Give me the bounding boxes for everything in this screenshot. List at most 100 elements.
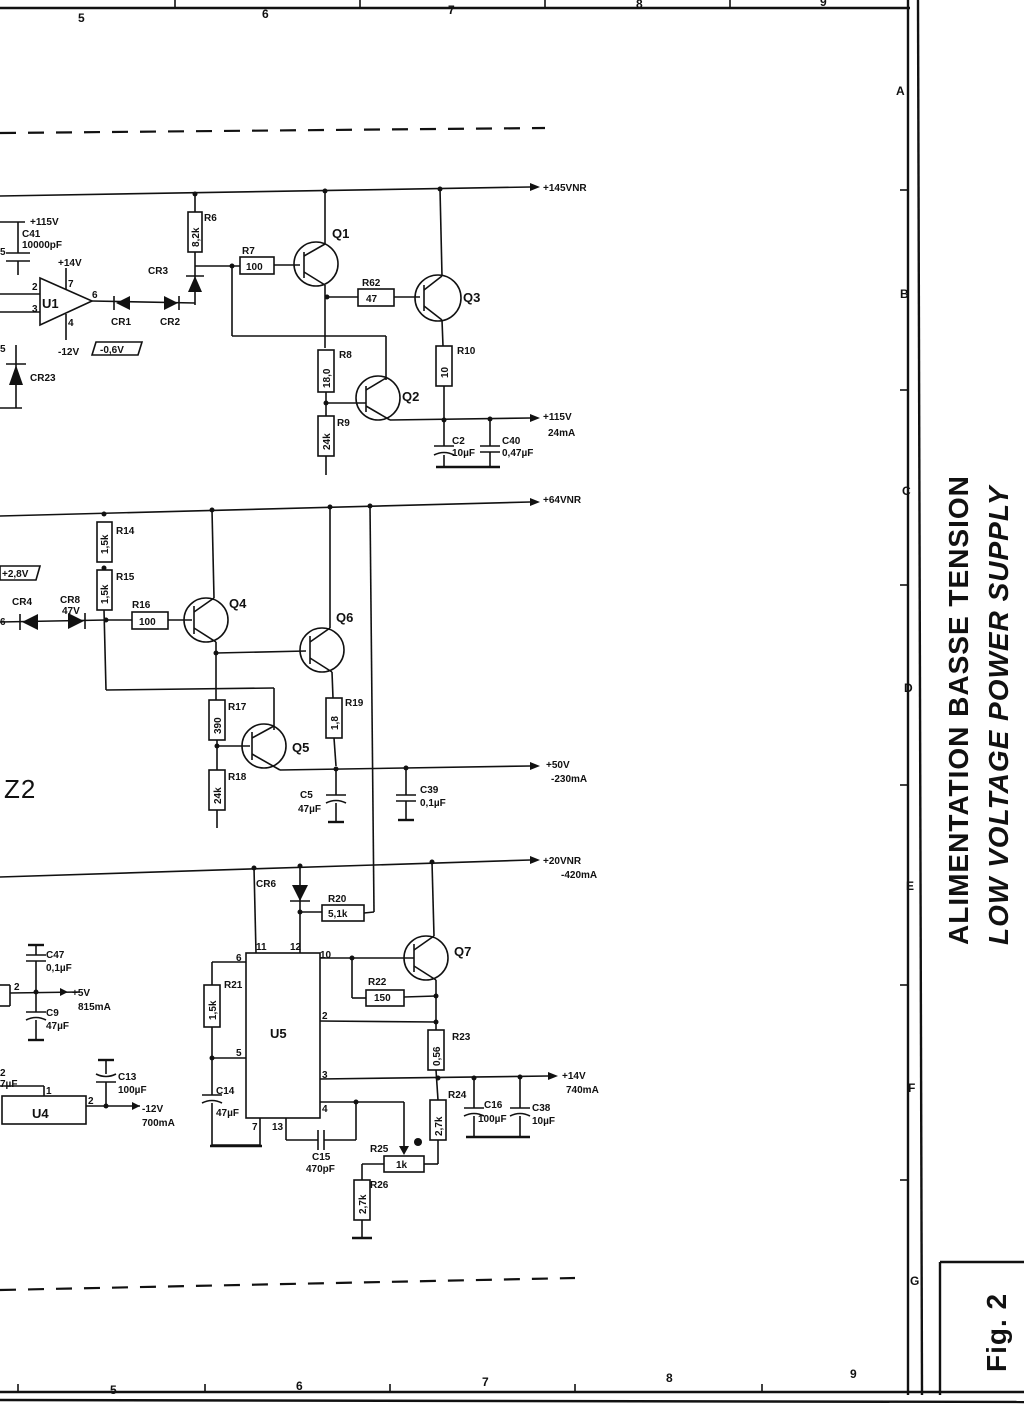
label-u1: U1 bbox=[42, 296, 59, 311]
value-r6: 8,2k bbox=[191, 227, 202, 247]
pin-u5-10: 10 bbox=[320, 950, 332, 961]
rail-label-20vnr: +20VNR bbox=[543, 856, 582, 867]
label-r17: R17 bbox=[228, 702, 247, 713]
value-c2: 10µF bbox=[452, 448, 475, 459]
value-r21: 1,5k bbox=[208, 1000, 219, 1020]
rail-current-20vnr: -420mA bbox=[561, 870, 597, 881]
value-c47: 0,1µF bbox=[46, 963, 72, 974]
title-french: ALIMENTATION BASSE TENSION bbox=[943, 475, 974, 945]
label-r22: R22 bbox=[368, 977, 387, 988]
value-r20: 5,1k bbox=[328, 909, 348, 920]
col-label-bottom-9: 9 bbox=[850, 1367, 857, 1381]
rail-current-115v: 24mA bbox=[548, 428, 575, 439]
label-q7: Q7 bbox=[454, 944, 471, 959]
label-r20: R20 bbox=[328, 894, 347, 905]
label-q3: Q3 bbox=[463, 290, 480, 305]
section-divider-bottom bbox=[0, 1276, 576, 1292]
value-r26: 2,7k bbox=[358, 1194, 369, 1214]
col-label-top-5: 5 bbox=[78, 11, 85, 25]
label-cr2: CR2 bbox=[160, 317, 180, 328]
value-c15: 470pF bbox=[306, 1164, 335, 1175]
label-r15: R15 bbox=[116, 572, 135, 583]
label-r10: R10 bbox=[457, 346, 476, 357]
annotation-left-5: 5 bbox=[0, 247, 6, 258]
value-r7: 100 bbox=[246, 262, 263, 273]
value-c13: 100µF bbox=[118, 1085, 147, 1096]
value-cr8: 47V bbox=[62, 606, 80, 617]
figure-number: Fig. 2 bbox=[981, 1293, 1012, 1372]
label-c13: C13 bbox=[118, 1072, 137, 1083]
label-c38: C38 bbox=[532, 1103, 551, 1114]
label-cr8: CR8 bbox=[60, 595, 80, 606]
rail-current-14v: 740mA bbox=[566, 1085, 599, 1096]
row-label-g: G bbox=[910, 1274, 919, 1288]
pin-u5-3: 3 bbox=[322, 1070, 328, 1081]
label-cr1: CR1 bbox=[111, 317, 131, 328]
pin-u5-7: 7 bbox=[252, 1122, 258, 1133]
label-r23: R23 bbox=[452, 1032, 471, 1043]
label-c2: C2 bbox=[452, 436, 465, 447]
row-label-b: B bbox=[900, 287, 909, 301]
section-divider-top bbox=[0, 126, 546, 135]
rail-label-50v: +50V bbox=[546, 760, 570, 771]
pin-regulator-2: 2 bbox=[14, 982, 20, 993]
section-115v bbox=[0, 183, 540, 475]
value-r9: 24k bbox=[322, 433, 333, 450]
rail-label-115v: +115V bbox=[543, 412, 572, 423]
value-r18: 24k bbox=[213, 787, 224, 804]
label-q5: Q5 bbox=[292, 740, 309, 755]
value-c16: 100µF bbox=[478, 1114, 507, 1125]
annotation-u1-output-voltage: -0,6V bbox=[100, 345, 124, 356]
pin-u4-2: 2 bbox=[88, 1096, 94, 1107]
pin-u5-5: 5 bbox=[236, 1048, 242, 1059]
value-c38: 10µF bbox=[532, 1116, 555, 1127]
label-r19: R19 bbox=[345, 698, 364, 709]
label-q4: Q4 bbox=[229, 596, 247, 611]
annotation-left-s: 5 bbox=[0, 344, 6, 355]
label-r6: R6 bbox=[204, 213, 217, 224]
label-r62: R62 bbox=[362, 278, 381, 289]
label-cr3: CR3 bbox=[148, 266, 168, 277]
rail-current-5v: 815mA bbox=[78, 1002, 111, 1013]
rail-label-145vnr: +145VNR bbox=[543, 183, 587, 194]
label-c5: C5 bbox=[300, 790, 313, 801]
label-cr23: CR23 bbox=[30, 373, 56, 384]
rail-label-14v: +14V bbox=[562, 1071, 586, 1082]
label-r14: R14 bbox=[116, 526, 135, 537]
pin-u1-2: 2 bbox=[32, 282, 38, 293]
label-u4: U4 bbox=[32, 1106, 49, 1121]
label-cr4: CR4 bbox=[12, 597, 32, 608]
label-c40: C40 bbox=[502, 436, 521, 447]
value-r24: 2,7k bbox=[434, 1116, 445, 1136]
value-r25: 1k bbox=[396, 1160, 408, 1171]
col-label-bottom-8: 8 bbox=[666, 1371, 673, 1385]
section-50v bbox=[0, 498, 540, 913]
label-c16: C16 bbox=[484, 1100, 503, 1111]
value-r17: 390 bbox=[213, 717, 224, 734]
pin-u1-7: 7 bbox=[68, 279, 74, 290]
value-r19: 1,8 bbox=[330, 716, 341, 730]
row-label-f: F bbox=[908, 1081, 915, 1095]
label-r25: R25 bbox=[370, 1144, 389, 1155]
value-c9: 47µF bbox=[46, 1021, 69, 1032]
label-q6: Q6 bbox=[336, 610, 353, 625]
label-c14: C14 bbox=[216, 1086, 235, 1097]
value-r15: 1,5k bbox=[100, 584, 111, 604]
pin-u4-1: 1 bbox=[46, 1086, 52, 1097]
value-c-left: 7µF bbox=[0, 1079, 17, 1090]
annotation-u1-input: +115V bbox=[30, 217, 59, 228]
pin-u5-6: 6 bbox=[236, 953, 242, 964]
label-c47: C47 bbox=[46, 950, 65, 961]
label-r18: R18 bbox=[228, 772, 247, 783]
label-r16: R16 bbox=[132, 600, 151, 611]
value-r10: 10 bbox=[440, 366, 451, 378]
label-c9: C9 bbox=[46, 1008, 59, 1019]
annotation-left-6: 6 bbox=[0, 617, 6, 628]
col-label-bottom-7: 7 bbox=[482, 1375, 489, 1389]
label-r24: R24 bbox=[448, 1090, 467, 1101]
label-c41: C41 bbox=[22, 229, 41, 240]
rail-label-64vnr: +64VNR bbox=[543, 495, 582, 506]
col-label-top-9: 9 bbox=[820, 0, 827, 9]
label-c39: C39 bbox=[420, 785, 439, 796]
